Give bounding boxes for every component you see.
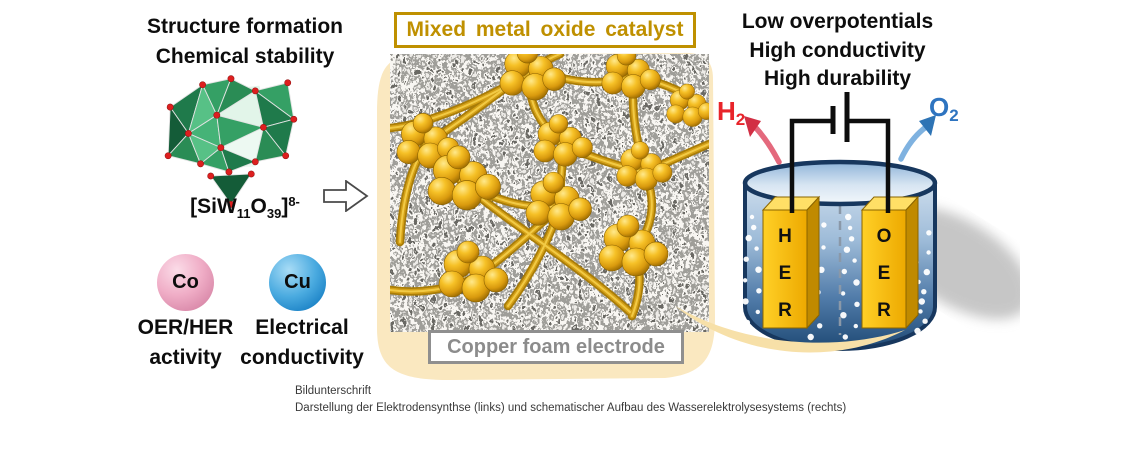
cobalt-caption: OER/HER activity — [113, 313, 258, 373]
o2-label: O2 — [929, 92, 959, 126]
benefit-line3: High durability — [764, 67, 911, 90]
copper-symbol: Cu — [284, 271, 311, 293]
formula-sub2: 39 — [266, 206, 282, 221]
formula-open: [SiW — [190, 195, 237, 218]
cobalt-caption-line1: OER/HER — [137, 316, 234, 339]
figure-caption: Bildunterschrift Darstellung der Elektro… — [295, 384, 915, 416]
o2-subscript: 2 — [949, 106, 959, 125]
left-panel-title: Structure formation Chemical stability — [95, 12, 395, 72]
mixed-metal-oxide-header: Mixed metal oxide catalyst — [394, 12, 696, 48]
electrolysis-cell — [742, 92, 1020, 351]
o2-symbol: O — [929, 92, 950, 122]
mixed-metal-oxide-header-label: Mixed metal oxide catalyst — [406, 18, 684, 41]
block-arrow-icon — [323, 180, 369, 212]
copper-caption-line1: Electrical — [255, 316, 349, 339]
right-panel-title: Low overpotentials High conductivity Hig… — [715, 8, 960, 94]
caption-text: Darstellung der Elektrodensynthse (links… — [295, 402, 847, 414]
copper-foam-electrode-label: Copper foam electrode — [447, 335, 665, 358]
copper-foam-electrode-label-box: Copper foam electrode — [428, 330, 684, 364]
h2-label: H2 — [717, 96, 745, 130]
cobalt-caption-line2: activity — [149, 346, 222, 369]
copper-caption: Electrical conductivity — [234, 313, 370, 373]
copper-foam-image — [390, 54, 709, 332]
cobalt-sphere: Co — [157, 254, 214, 311]
background-swoosh — [675, 306, 905, 353]
formula-sub1: 11 — [236, 206, 251, 221]
polyoxometalate-structure-icon — [164, 75, 298, 208]
h2-symbol: H — [717, 96, 736, 126]
benefit-line1: Low overpotentials — [741, 10, 934, 33]
benefit-line2: High conductivity — [749, 38, 926, 62]
battery-icon — [789, 92, 891, 213]
cobalt-symbol: Co — [172, 271, 199, 293]
h2-subscript: 2 — [735, 110, 746, 129]
oer-electrode — [860, 195, 920, 330]
oxygen-atoms — [164, 75, 298, 208]
chemical-formula: [SiW11O39]8- — [95, 194, 395, 221]
h2-arrow-icon — [744, 116, 782, 165]
formula-charge: 8- — [288, 194, 300, 209]
copper-sphere: Cu — [269, 254, 326, 311]
her-electrode — [761, 195, 821, 330]
caption-label: Bildunterschrift — [295, 385, 372, 397]
title-line2: Chemical stability — [155, 45, 335, 68]
title-line1: Structure formation — [146, 15, 343, 38]
formula-o: O — [250, 195, 267, 218]
formula-close: ] — [281, 195, 289, 218]
copper-caption-line2: conductivity — [240, 346, 364, 369]
o2-arrow-icon — [898, 115, 936, 162]
